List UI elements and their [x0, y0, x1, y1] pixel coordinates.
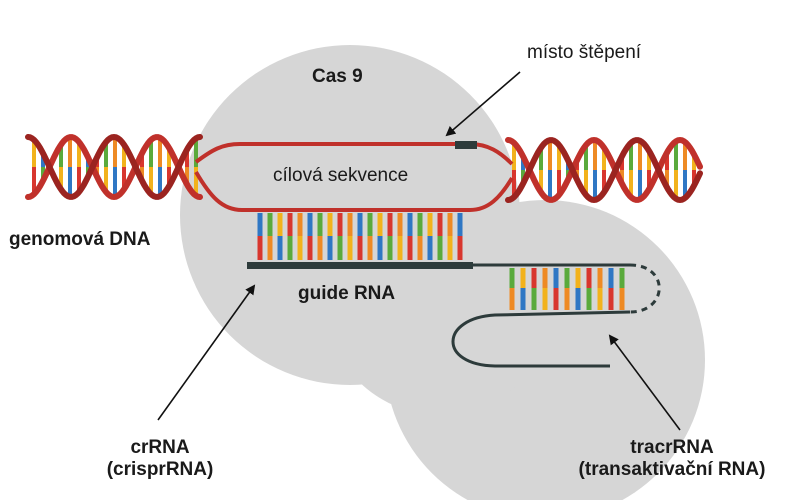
target-sequence-label: cílová sekvence: [273, 165, 409, 186]
tracrrna-label-line1: tracrRNA: [630, 437, 714, 458]
tracrrna-label: tracrRNA (transaktivační RNA): [556, 437, 788, 481]
genomic-dna-label: genomová DNA: [9, 229, 151, 250]
dna-strand-left-a: [25, 134, 203, 201]
tracrrna-arrow: [608, 334, 681, 431]
dna-helix-right: [505, 136, 703, 204]
dna-bubble: [194, 141, 514, 212]
crrna-label: crRNA (crisprRNA): [102, 437, 218, 481]
tracrrna-dashed-loop: [629, 263, 661, 314]
cas9-label: Cas 9: [312, 66, 363, 87]
dna-strand-left-b: [25, 133, 203, 200]
cas9-protein: [180, 45, 705, 500]
tracrrna-lower-strand: [451, 310, 631, 368]
dna-helix-left: [25, 133, 203, 201]
cleavage-site-marker: [455, 141, 477, 149]
tracrrna-structure: [451, 263, 661, 368]
dna-strand-right-b: [505, 137, 703, 204]
guide-rna-label: guide RNA: [298, 283, 396, 304]
annotation-arrows: [157, 71, 681, 431]
crrna-target-base-pairs: [257, 213, 463, 260]
dna-strand-right-a: [505, 136, 703, 203]
guide-rna-backbone: [247, 262, 473, 269]
crrna-label-line1: crRNA: [130, 437, 190, 458]
cleavage-site-arrow: [445, 71, 521, 137]
tracrrna-base-pairs: [509, 268, 625, 310]
tracrrna-label-line2: (transaktivační RNA): [578, 458, 766, 480]
crrna-label-line2: (crisprRNA): [106, 458, 214, 480]
dna-bubble-bottom-strand: [194, 170, 514, 212]
crrna-arrow: [157, 284, 256, 421]
dna-bubble-top-strand: [194, 142, 514, 166]
cleavage-site-label: místo štěpení: [527, 42, 642, 63]
